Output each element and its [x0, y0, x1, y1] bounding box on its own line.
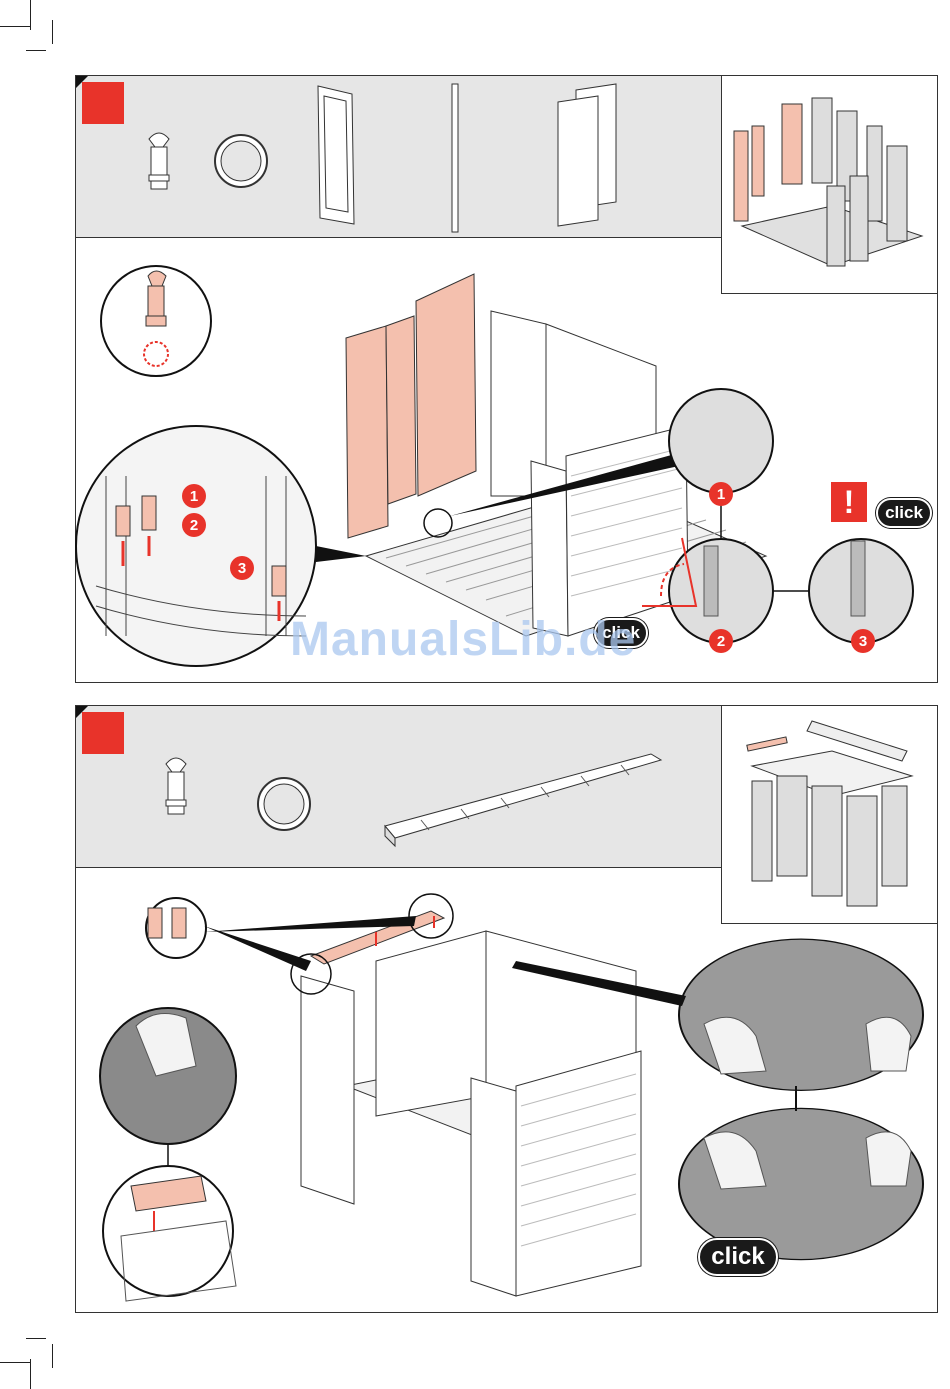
crop-mark	[26, 50, 46, 51]
warning-icon: !	[831, 482, 867, 522]
callout-number: 2	[182, 513, 206, 537]
crop-mark	[52, 1344, 53, 1368]
watermark: ManualsLib.de	[290, 612, 636, 667]
step-1-panel: 1 2 3 1 2 3 ! click click	[75, 75, 938, 683]
crop-mark	[30, 0, 31, 30]
callout-number: 3	[851, 629, 875, 653]
crop-mark	[52, 20, 53, 44]
assembly-diagram-step-1	[76, 76, 939, 684]
callout-number: 2	[709, 629, 733, 653]
crop-mark	[0, 1362, 30, 1363]
assembly-diagram-step-2	[76, 706, 939, 1314]
callout-number: 1	[709, 482, 733, 506]
crop-mark	[0, 26, 30, 27]
click-label: click	[876, 498, 932, 528]
crop-mark	[26, 1338, 46, 1339]
crop-mark	[30, 1359, 31, 1389]
callout-number: 1	[182, 484, 206, 508]
callout-number: 3	[230, 556, 254, 580]
click-label: click	[698, 1238, 778, 1276]
step-2-panel: click	[75, 705, 938, 1313]
